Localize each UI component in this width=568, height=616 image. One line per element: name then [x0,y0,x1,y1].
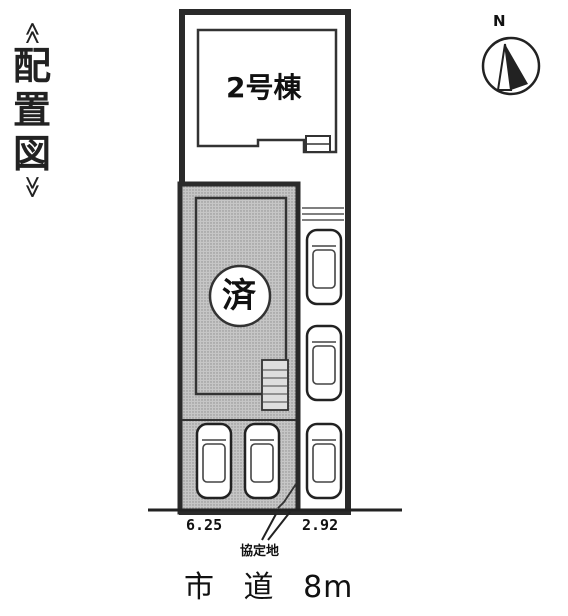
road-label: 市 道 8m [184,570,354,605]
title-char-1: 配 [12,44,51,88]
sold-mark-label: 済 [222,276,256,316]
agreement-land-label: 協定地 [240,544,280,559]
diagram-title: ≪ 配 置 図 ≫ [8,21,56,198]
agreement-land-leader [261,511,291,541]
compass-north-label: N [493,12,506,30]
left-frontage-dimension: 6.25 [186,516,223,534]
car-sold-lot-1-icon [195,422,233,500]
corner-cut [277,483,297,509]
sold-mark-circle [208,264,272,328]
driveway-gate [302,207,344,221]
building2-footprint [196,28,338,154]
building2-label: 2号棟 [226,71,302,104]
car-driveway-2-icon [305,324,343,402]
north-arrow-icon [481,36,541,96]
car-driveway-3-icon [305,422,343,500]
title-char-3: 図 [12,132,51,176]
car-driveway-1-icon [305,228,343,306]
right-frontage-dimension: 2.92 [302,516,339,534]
car-sold-lot-2-icon [243,422,281,500]
title-char-2: 置 [12,88,51,132]
